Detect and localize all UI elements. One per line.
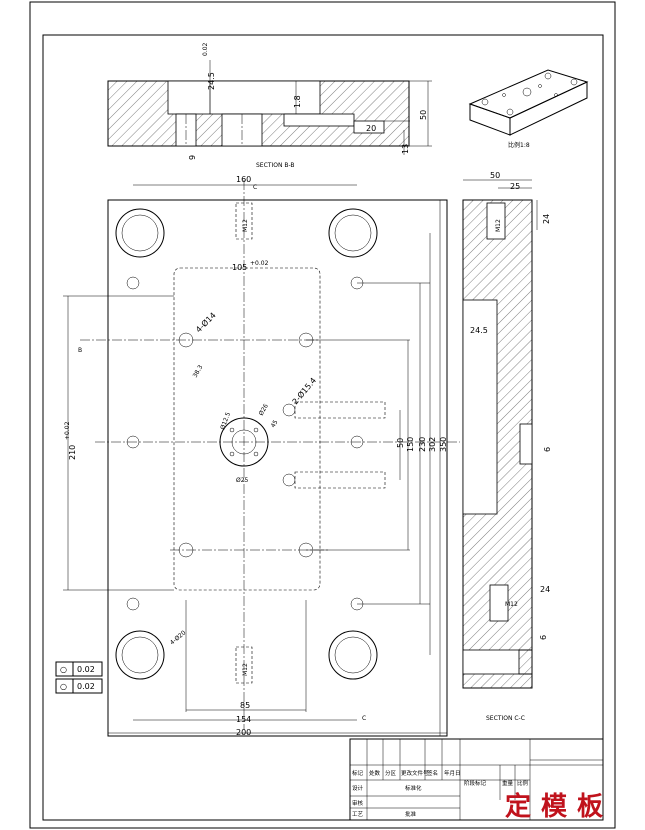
small-hole-3 bbox=[126, 597, 140, 611]
dim-bottom-200: 200 bbox=[236, 728, 251, 737]
section-cc-dim-245: 24.5 bbox=[470, 326, 488, 335]
label-38: 38.3 bbox=[192, 364, 205, 379]
section-cc-dim-24-top: 24 bbox=[542, 214, 551, 224]
svg-text:0.02: 0.02 bbox=[77, 665, 95, 674]
corner-bore-tr bbox=[328, 208, 378, 258]
tolerance-frame-1: ○ 0.02 bbox=[55, 661, 103, 677]
section-bb-dim-50: 50 bbox=[419, 110, 428, 120]
dim-pocket-tol: +0.02 bbox=[250, 260, 269, 267]
svg-text:0.02: 0.02 bbox=[77, 682, 95, 691]
label-2-d154: 2-Ø15.4 bbox=[290, 375, 318, 406]
section-cc-dim-6a: 6 bbox=[543, 447, 552, 452]
section-mark-c-top: C bbox=[253, 184, 257, 191]
dim-left-tol: +0.02 bbox=[64, 421, 71, 440]
isometric-view: 比例1:8 bbox=[468, 69, 589, 149]
title-block: 标记 处数 分区 更改文件号 签名 年月日 设计 标准化 阶段标记 重量 比例 … bbox=[349, 738, 604, 821]
dim-right-230: 230 bbox=[418, 437, 427, 452]
section-c-c-view: M12 M12 50 25 24 24.5 24 6 6 SECTION C-C bbox=[462, 171, 552, 722]
svg-text:阶段标记: 阶段标记 bbox=[464, 779, 487, 787]
side-hole-right bbox=[350, 435, 364, 449]
label-d26: Ø26 bbox=[258, 403, 270, 417]
section-cc-title: SECTION C-C bbox=[486, 715, 525, 722]
section-cc-dim-50: 50 bbox=[490, 171, 500, 180]
screw-hole-bottom: M12 bbox=[235, 646, 253, 684]
svg-text:标记: 标记 bbox=[352, 769, 364, 777]
section-bb-dim-18: 1.8 bbox=[293, 95, 302, 108]
svg-text:重量: 重量 bbox=[502, 779, 514, 787]
svg-text:M12: M12 bbox=[242, 663, 249, 676]
screw-hole-top: M12 bbox=[235, 202, 253, 240]
cooling-hole-1 bbox=[282, 403, 296, 417]
section-bb-dim-9: 9 bbox=[188, 155, 197, 160]
iso-view-caption: 比例1:8 bbox=[508, 141, 530, 149]
svg-text:○: ○ bbox=[60, 682, 67, 691]
label-d25: Ø25 bbox=[236, 477, 249, 484]
label-45: 45 bbox=[270, 419, 280, 429]
section-cc-thread-top: M12 bbox=[495, 219, 502, 232]
corner-bore-br bbox=[328, 630, 378, 680]
svg-text:比例: 比例 bbox=[517, 779, 529, 787]
svg-text:分区: 分区 bbox=[385, 769, 397, 777]
pin-hole-1 bbox=[178, 332, 194, 348]
dim-bottom-154: 154 bbox=[236, 715, 251, 724]
small-hole-1 bbox=[126, 276, 140, 290]
dim-bottom-85: 85 bbox=[240, 701, 250, 710]
svg-text:○: ○ bbox=[60, 665, 67, 674]
section-mark-c-bottom: C bbox=[362, 715, 366, 722]
svg-text:标准化: 标准化 bbox=[405, 784, 422, 792]
svg-text:年月日: 年月日 bbox=[444, 769, 461, 777]
cooling-hole-2 bbox=[282, 473, 296, 487]
sprue-bushing bbox=[219, 417, 269, 467]
section-cc-dim-25: 25 bbox=[510, 182, 520, 191]
svg-text:工艺: 工艺 bbox=[352, 811, 364, 818]
label-corner: 4-Ø20 bbox=[169, 629, 188, 646]
dim-right-150: 150 bbox=[406, 437, 415, 452]
svg-text:批准: 批准 bbox=[405, 810, 417, 818]
section-b-b-view: 24.5 0.02 1.8 20 50 13 9 SECTION B-B bbox=[107, 42, 432, 169]
dim-pocket-width: 105 bbox=[232, 263, 247, 272]
svg-text:签名: 签名 bbox=[427, 769, 438, 777]
section-cc-dim-24-bottom: 24 bbox=[540, 585, 550, 594]
section-cc-thread-bottom: M12 bbox=[505, 601, 518, 608]
section-bb-title: SECTION B-B bbox=[256, 162, 295, 169]
label-d125: Ø12.5 bbox=[219, 411, 232, 431]
side-hole-left bbox=[126, 435, 140, 449]
section-bb-dim-depth: 24.5 bbox=[207, 72, 216, 90]
dim-right-350: 350 bbox=[439, 437, 448, 452]
dim-left-height: 210 bbox=[68, 445, 77, 460]
section-bb-dim-tol: 0.02 bbox=[202, 42, 209, 56]
drawing-frame bbox=[42, 34, 604, 821]
pin-hole-3 bbox=[178, 542, 194, 558]
section-mark-b: B bbox=[78, 347, 82, 354]
corner-bore-tl bbox=[115, 208, 165, 258]
dim-right-302: 302 bbox=[428, 437, 437, 452]
section-cc-dim-6b: 6 bbox=[539, 635, 548, 640]
pocket-outline bbox=[173, 267, 321, 591]
dim-right-50: 50 bbox=[396, 438, 405, 448]
section-bb-dim-13: 13 bbox=[401, 144, 410, 154]
svg-text:处数: 处数 bbox=[369, 769, 381, 777]
plate-outline bbox=[107, 199, 448, 737]
part-name-stamp: 定模板 bbox=[505, 791, 613, 822]
svg-text:审核: 审核 bbox=[352, 799, 364, 807]
section-bb-dim-20: 20 bbox=[366, 124, 376, 133]
label-4-d14: 4-Ø14 bbox=[193, 310, 217, 334]
plan-view: M12 M12 160 105 +0.02 4-Ø14 3 bbox=[63, 175, 460, 737]
dim-top-width: 160 bbox=[236, 175, 251, 184]
svg-text:更改文件号: 更改文件号 bbox=[401, 769, 429, 777]
tolerance-frame-2: ○ 0.02 bbox=[55, 678, 103, 694]
svg-text:设计: 设计 bbox=[352, 784, 364, 792]
sheet-border bbox=[29, 1, 616, 829]
corner-bore-bl bbox=[115, 630, 165, 680]
svg-text:M12: M12 bbox=[242, 219, 249, 232]
